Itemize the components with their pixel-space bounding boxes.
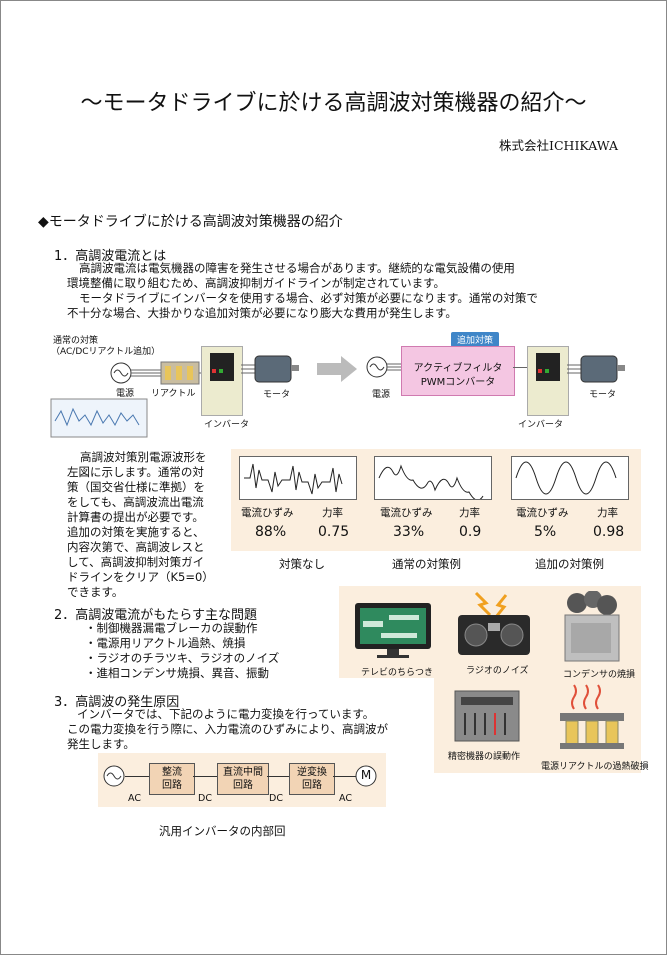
s3-heading: 3．高調波の発生原因	[54, 695, 180, 710]
flow-line	[125, 776, 149, 777]
s1-line: 高調波電流は電気機器の障害を発生させる場合があります。継続的な電気設備の使用	[79, 261, 515, 275]
s2-item: ・進相コンデンサ焼損、異音、振動	[85, 666, 269, 680]
motor-symbol: M	[360, 768, 372, 782]
rectifier-block: 整流 回路	[149, 763, 195, 795]
motor-label: モータ	[263, 390, 291, 400]
s2-item: ・ラジオのチラツキ、ラジオのノイズ	[85, 651, 280, 665]
side-text-line: 策（国交省仕様に準拠）を	[67, 480, 205, 494]
normal-circuit-diagram	[50, 361, 201, 438]
inverter-label-2: インバータ	[518, 420, 564, 430]
radio-icon	[458, 591, 530, 655]
normal-label: 通常の対策	[53, 336, 99, 346]
s1-line: モータドライブにインバータを使用する場合、必ず対策が必要になります。通常の対策で	[79, 291, 538, 305]
normal-waveform-box	[50, 398, 148, 438]
block-label: 回路	[162, 780, 182, 791]
normal-sublabel: （AC/DCリアクトル追加）	[51, 347, 161, 357]
ac-source-icon	[366, 356, 403, 378]
flow-line	[193, 776, 217, 777]
inverter-box-2	[527, 346, 569, 416]
block-label: 回路	[302, 780, 322, 791]
filter-label: PWMコンバータ	[420, 377, 496, 388]
filter-label: アクティブフィルタ	[413, 363, 503, 374]
power-label-2: 電源	[372, 390, 391, 400]
motor-label-2: モータ	[589, 390, 617, 400]
side-text-line: 左図に示します。通常の対	[67, 465, 204, 479]
radio-label: ラジオのノイズ	[466, 666, 529, 676]
capacitor-label: コンデンサの焼損	[563, 670, 636, 680]
s1-line: 環境整備に取り組むため、高調波抑制ガイドラインが制定されています。	[67, 276, 446, 290]
s2-heading: 2．高調波電流がもたらす主な問題	[54, 608, 258, 623]
s3-line: この電力変換を行う際に、入力電流のひずみにより、高調波が	[67, 722, 388, 736]
dc-label: DC	[198, 793, 212, 804]
inverter-label: インバータ	[204, 420, 250, 430]
precision-device-icon	[454, 690, 520, 742]
flow-line	[333, 776, 357, 777]
block-label: 逆変換	[297, 767, 327, 778]
distortion-label: 電流ひずみ	[516, 507, 569, 519]
dc-label: DC	[269, 793, 283, 804]
extra-countermeasure-tag: 追加対策	[451, 332, 500, 347]
motor-shape-2	[567, 355, 625, 383]
tv-label: テレビのちらつき	[361, 668, 434, 678]
flow-line	[267, 776, 289, 777]
section-heading: ◆モータドライブに於ける高調波対策機器の紹介	[38, 214, 343, 230]
side-text-line: 追加の対策を実施すると、	[67, 525, 205, 539]
s3-line: 発生します。	[67, 737, 135, 751]
device-label: 精密機器の誤動作	[448, 752, 521, 762]
distortion-value: 33%	[393, 524, 425, 540]
block-label: 整流	[162, 767, 182, 778]
pf-value: 0.9	[459, 524, 482, 540]
motor-shape	[241, 355, 299, 383]
s2-item: ・電源用リアクトル過熱、焼損	[85, 636, 246, 650]
side-text-line: 高調波対策別電源波形を	[80, 450, 207, 464]
capacitor-icon	[564, 591, 620, 662]
pf-label: 力率	[322, 507, 343, 519]
s3-line: インバータでは、下記のように電力変換を行っています。	[77, 707, 375, 721]
s2-item: ・制御機器漏電ブレーカの誤動作	[85, 621, 258, 635]
block-label: 直流中間	[223, 767, 263, 778]
reactor-label: リアクトル	[151, 389, 196, 399]
power-label: 電源	[116, 389, 135, 399]
ac-label: AC	[339, 793, 352, 804]
pf-label: 力率	[459, 507, 480, 519]
wave-caption: 追加の対策例	[535, 557, 604, 571]
side-text-line: して、高調波抑制対策ガイ	[67, 555, 205, 569]
distortion-label: 電流ひずみ	[380, 507, 433, 519]
side-text-line: 計算書の提出が必要です。	[67, 510, 204, 524]
reactor-heat-icon	[560, 684, 624, 749]
arrow-icon	[317, 356, 357, 382]
motor-symbol-icon	[355, 765, 377, 787]
tv-icon	[355, 603, 431, 658]
wire	[513, 367, 527, 368]
wave-caption: 通常の対策例	[392, 557, 461, 571]
block-label: 回路	[233, 780, 253, 791]
pf-value: 0.98	[593, 524, 625, 540]
pf-label: 力率	[597, 507, 618, 519]
s1-heading: 1．高調波電流とは	[54, 249, 167, 264]
waveform-extra-measure	[511, 456, 629, 500]
reactor-heat-label: 電源リアクトルの過熱破損	[541, 762, 649, 772]
s1-line: 不十分な場合、大掛かりな追加対策が必要になり膨大な費用が発生します。	[67, 306, 457, 320]
distortion-value: 5%	[534, 524, 557, 540]
company-name: 株式会社ICHIKAWA	[499, 138, 618, 153]
waveform-normal-measure	[374, 456, 492, 501]
inverter-block: 逆変換 回路	[289, 763, 335, 795]
distortion-label: 電流ひずみ	[241, 507, 294, 519]
side-text-line: 内容次第で、高調波レスと	[67, 540, 205, 554]
wave-caption: 対策なし	[279, 557, 325, 571]
page-title: ～モータドライブに於ける高調波対策機器の紹介～	[80, 91, 587, 116]
pf-value: 0.75	[318, 524, 350, 540]
side-text-line: できます。	[67, 585, 124, 599]
waveform-no-measure	[239, 456, 357, 500]
active-filter-box: アクティブフィルタ PWMコンバータ	[401, 346, 515, 396]
ac-source-icon	[103, 765, 125, 787]
side-text-line: をしても、高調波流出電流	[67, 495, 204, 509]
flow-caption: 汎用インバータの内部回	[159, 824, 286, 838]
ac-label: AC	[128, 793, 141, 804]
inverter-box	[201, 346, 243, 416]
distortion-value: 88%	[255, 524, 287, 540]
side-text-line: ドラインをクリア（K5=0）	[67, 570, 214, 584]
dc-link-block: 直流中間 回路	[217, 763, 269, 795]
